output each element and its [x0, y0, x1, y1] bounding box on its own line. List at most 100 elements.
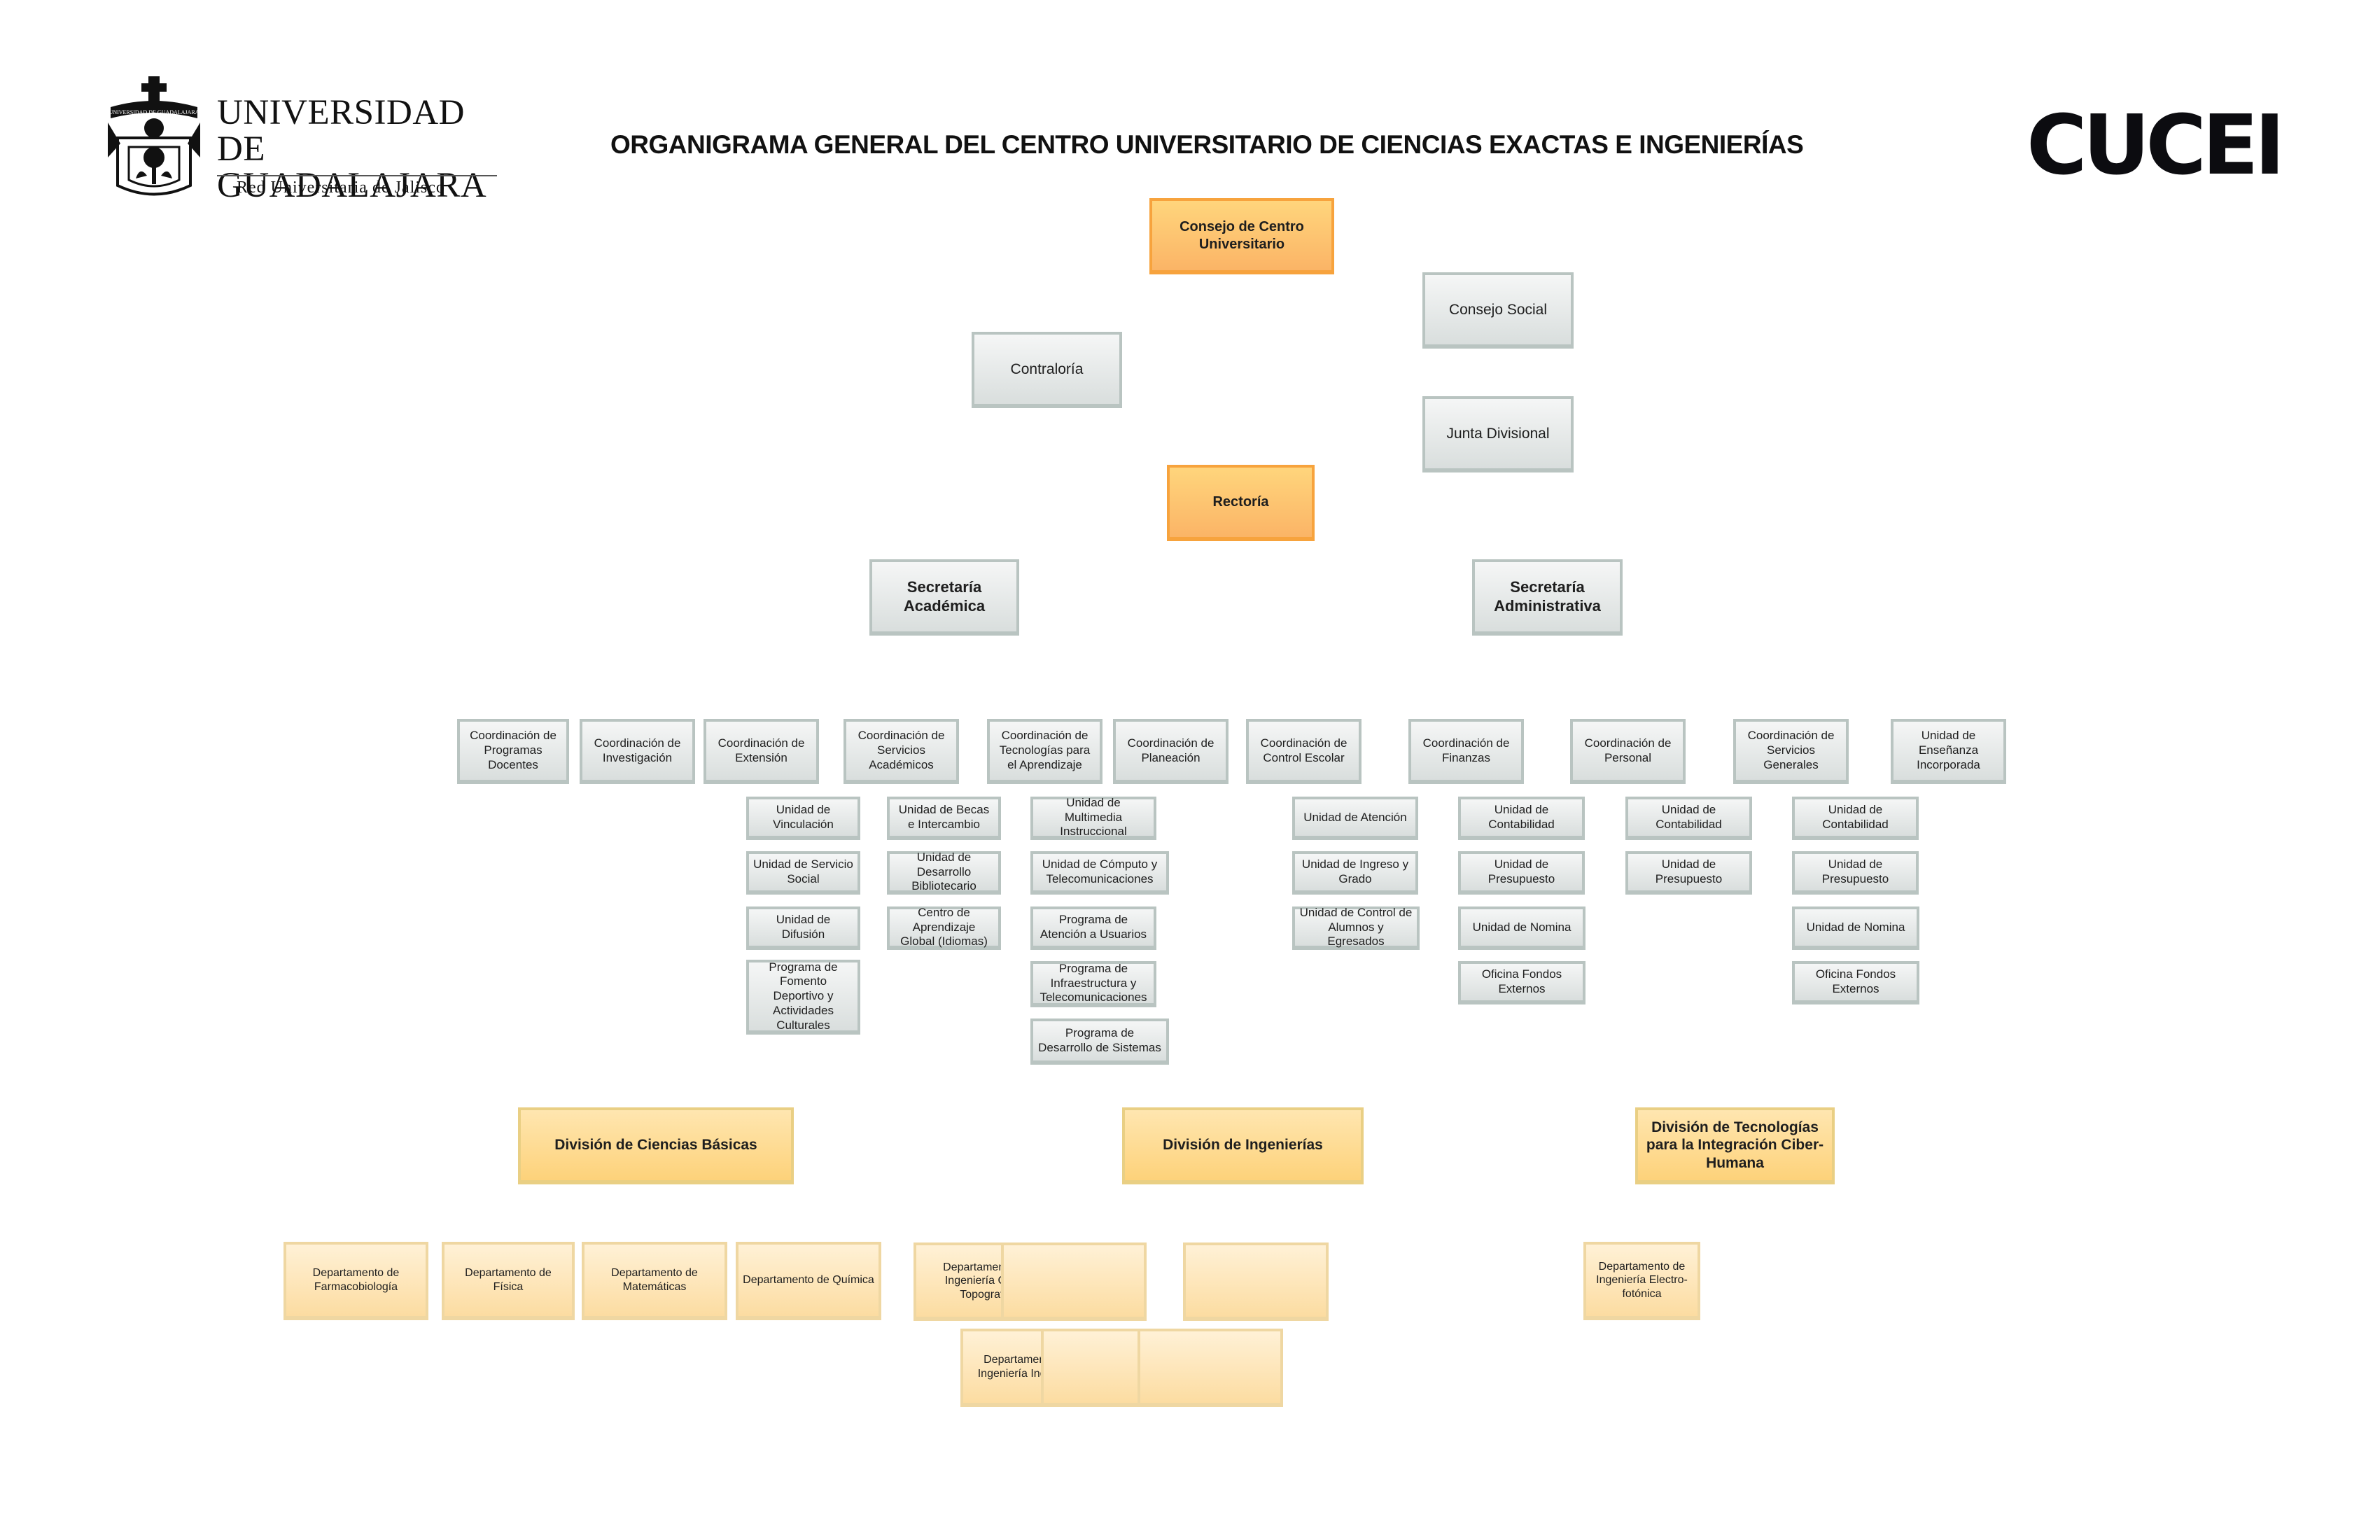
box-unidad-servicio-social[interactable]: Unidad de Servicio Social: [746, 851, 860, 895]
box-finanzas-contabilidad[interactable]: Unidad de Contabilidad: [1458, 797, 1585, 840]
box-label: Coordinación de Extensión: [718, 736, 805, 764]
box-label: División de Ingenierías: [1163, 1137, 1323, 1154]
box-finanzas-fondos-externos[interactable]: Oficina Fondos Externos: [1458, 961, 1586, 1004]
box-label: Coordinación de Investigación: [594, 736, 681, 764]
box-programa-infraestructura[interactable]: Programa de Infraestructura y Telecomuni…: [1030, 961, 1156, 1007]
box-coord-tecnologias-aprendizaje[interactable]: Coordinación de Tecnologías para el Apre…: [987, 719, 1102, 784]
university-name-line1: UNIVERSIDAD DE: [217, 93, 465, 169]
box-label: Oficina Fondos Externos: [1481, 967, 1562, 995]
box-label: Unidad de Control de Alumnos y Egresados: [1299, 905, 1413, 948]
box-label: Coordinación de Servicios Académicos: [858, 729, 945, 771]
cucei-logo: CUCEI: [2026, 97, 2286, 193]
box-secretaria-administrativa[interactable]: Secretaría Administrativa: [1472, 559, 1623, 636]
box-rectoria[interactable]: Rectoría: [1167, 465, 1315, 541]
box-label: Secretaría Académica: [903, 578, 986, 615]
box-unidad-vinculacion[interactable]: Unidad de Vinculación: [746, 797, 860, 840]
box-label: Unidad de Ingreso y Grado: [1301, 858, 1409, 886]
box-unidad-atencion[interactable]: Unidad de Atención: [1292, 797, 1418, 840]
box-depto-farmacobiologia[interactable]: Departamento de Farmacobiología: [284, 1242, 428, 1320]
box-depto-madera-celulosa[interactable]: [1183, 1242, 1329, 1321]
box-finanzas-nomina[interactable]: Unidad de Nomina: [1458, 906, 1586, 950]
box-unidad-difusion[interactable]: Unidad de Difusión: [746, 906, 860, 950]
university-logo: UNIVERSIDAD DE GUADALAJARA UNIVERSIDAD D…: [105, 74, 504, 206]
box-label: Consejo Social: [1448, 301, 1548, 318]
box-depto-quimica[interactable]: Departamento de Química: [736, 1242, 881, 1320]
box-label: Coordinación de Personal: [1584, 736, 1672, 764]
box-unidad-becas[interactable]: Unidad de Becas e Intercambio: [887, 797, 1001, 840]
box-programa-desarrollo-sistemas[interactable]: Programa de Desarrollo de Sistemas: [1030, 1018, 1169, 1065]
box-servgen-contabilidad[interactable]: Unidad de Contabilidad: [1792, 797, 1919, 840]
box-label: Secretaría Administrativa: [1494, 578, 1601, 615]
box-label: Unidad de Nomina: [1472, 920, 1572, 934]
box-label: Centro de Aprendizaje Global (Idiomas): [900, 905, 988, 948]
box-label: Programa de Desarrollo de Sistemas: [1038, 1026, 1161, 1054]
box-division-ingenierias[interactable]: División de Ingenierías: [1122, 1107, 1364, 1184]
box-coord-planeacion[interactable]: Coordinación de Planeación: [1113, 719, 1228, 784]
box-consejo-centro[interactable]: Consejo de Centro Universitario: [1149, 198, 1334, 274]
box-depto-electro-fotonica[interactable]: Departamento de Ingeniería Electro-fotón…: [1583, 1242, 1700, 1320]
box-coord-programas-docentes[interactable]: Coordinación de Programas Docentes: [457, 719, 569, 784]
box-unidad-ensenanza-incorporada[interactable]: Unidad de Enseñanza Incorporada: [1891, 719, 2006, 784]
box-division-tecnologias-ciber-humana[interactable]: División de Tecnologías para la Integrac…: [1635, 1107, 1835, 1184]
box-depto-ing-mecanica-electrica[interactable]: [1001, 1242, 1147, 1321]
box-coord-personal[interactable]: Coordinación de Personal: [1570, 719, 1686, 784]
box-servgen-presupuesto[interactable]: Unidad de Presupuesto: [1792, 851, 1919, 895]
box-label: Unidad de Presupuesto: [1655, 858, 1723, 886]
page-title: ORGANIGRAMA GENERAL DEL CENTRO UNIVERSIT…: [610, 130, 1804, 159]
box-programa-atencion-usuarios[interactable]: Programa de Atención a Usuarios: [1030, 906, 1156, 950]
box-label: Unidad de Atención: [1303, 810, 1407, 824]
box-unidad-ingreso-grado[interactable]: Unidad de Ingreso y Grado: [1292, 851, 1418, 895]
box-label: Contraloría: [1010, 360, 1084, 377]
box-label: División de Tecnologías para la Integrac…: [1646, 1119, 1824, 1171]
box-unidad-desarrollo-bibliotecario[interactable]: Unidad de Desarrollo Bibliotecario: [887, 850, 1001, 895]
box-label: Departamento de Matemáticas: [611, 1267, 698, 1293]
box-unidad-multimedia[interactable]: Unidad de Multimedia Instruccional: [1030, 795, 1156, 840]
box-servgen-fondos-externos[interactable]: Oficina Fondos Externos: [1792, 961, 1919, 1004]
box-coord-control-escolar[interactable]: Coordinación de Control Escolar: [1246, 719, 1362, 784]
box-coord-investigacion[interactable]: Coordinación de Investigación: [580, 719, 695, 784]
university-name-line2: GUADALAJARA: [217, 166, 487, 206]
box-label: División de Ciencias Básicas: [554, 1137, 757, 1154]
university-subtitle: Red Universitaria de Jalisco: [237, 178, 445, 197]
svg-text:UNIVERSIDAD DE GUADALAJARA: UNIVERSIDAD DE GUADALAJARA: [109, 109, 200, 115]
box-label: Departamento de Ingeniería Electro-fotón…: [1596, 1260, 1688, 1300]
box-coord-finanzas[interactable]: Coordinación de Finanzas: [1408, 719, 1524, 784]
box-label: Unidad de Vinculación: [773, 803, 834, 831]
box-secretaria-academica[interactable]: Secretaría Académica: [869, 559, 1019, 636]
box-label: Unidad de Desarrollo Bibliotecario: [911, 850, 976, 893]
box-division-ciencias-basicas[interactable]: División de Ciencias Básicas: [518, 1107, 794, 1184]
box-coord-extension[interactable]: Coordinación de Extensión: [704, 719, 819, 784]
box-contraloria[interactable]: Contraloría: [972, 332, 1122, 408]
university-name: UNIVERSIDAD DE GUADALAJARA: [217, 94, 504, 204]
box-servgen-nomina[interactable]: Unidad de Nomina: [1792, 906, 1919, 950]
box-label: Unidad de Nomina: [1806, 920, 1905, 934]
box-coord-servicios-generales[interactable]: Coordinación de Servicios Generales: [1733, 719, 1849, 784]
box-label: Coordinación de Planeación: [1127, 736, 1214, 764]
box-label: Oficina Fondos Externos: [1815, 967, 1896, 995]
box-junta-divisional[interactable]: Junta Divisional: [1422, 396, 1574, 472]
box-centro-aprendizaje-global[interactable]: Centro de Aprendizaje Global (Idiomas): [887, 906, 1001, 950]
box-label: Programa de Infraestructura y Telecomuni…: [1040, 961, 1147, 1004]
box-programa-fomento-deportivo[interactable]: Programa de Fomento Deportivo y Activida…: [746, 960, 860, 1035]
box-coord-servicios-academicos[interactable]: Coordinación de Servicios Académicos: [844, 719, 959, 784]
box-label: Unidad de Contabilidad: [1488, 803, 1555, 831]
box-finanzas-presupuesto[interactable]: Unidad de Presupuesto: [1458, 851, 1585, 895]
box-depto-ing-quimica[interactable]: [1138, 1329, 1283, 1407]
box-unidad-control-alumnos[interactable]: Unidad de Control de Alumnos y Egresados: [1292, 906, 1420, 950]
box-label: Departamento de Química: [743, 1274, 874, 1287]
box-depto-matematicas[interactable]: Departamento de Matemáticas: [582, 1242, 727, 1320]
box-label: Unidad de Contabilidad: [1822, 803, 1889, 831]
box-personal-presupuesto[interactable]: Unidad de Presupuesto: [1625, 851, 1752, 895]
logo-divider: [217, 175, 497, 176]
box-label: Coordinación de Tecnologías para el Apre…: [999, 729, 1091, 771]
box-personal-contabilidad[interactable]: Unidad de Contabilidad: [1625, 797, 1752, 840]
box-label: Coordinación de Programas Docentes: [470, 729, 556, 771]
box-unidad-computo[interactable]: Unidad de Cómputo y Telecomunicaciones: [1030, 851, 1169, 895]
box-label: Unidad de Cómputo y Telecomunicaciones: [1042, 858, 1158, 886]
box-label: Departamento de Física: [465, 1267, 552, 1293]
box-consejo-social[interactable]: Consejo Social: [1422, 272, 1574, 349]
box-label: Programa de Atención a Usuarios: [1040, 913, 1147, 941]
box-depto-fisica[interactable]: Departamento de Física: [442, 1242, 575, 1320]
box-label: Unidad de Multimedia Instruccional: [1060, 795, 1127, 839]
